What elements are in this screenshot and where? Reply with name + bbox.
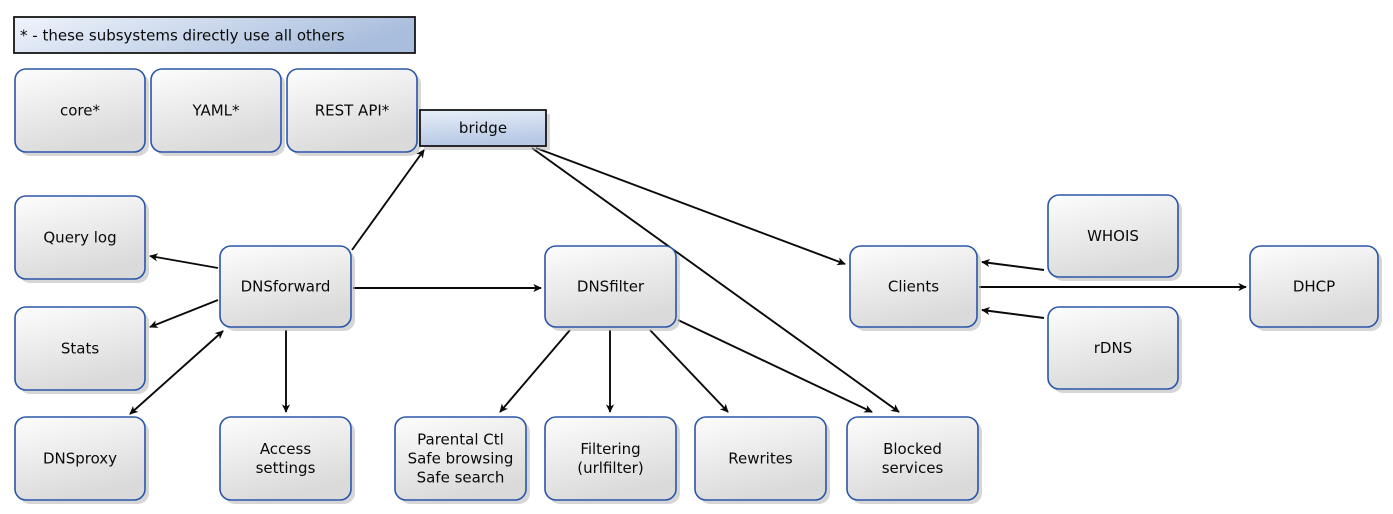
edge-line — [649, 329, 729, 413]
node-label: DNSfilter — [577, 277, 645, 295]
node-rewrites[interactable]: Rewrites — [694, 416, 830, 504]
edge-line — [499, 329, 571, 413]
node-box[interactable] — [419, 109, 547, 147]
node-clients[interactable]: Clients — [849, 245, 981, 331]
edge-dnsforward-bridge — [351, 149, 425, 251]
node-label: Clients — [888, 277, 939, 295]
edge-dnsfilter-blocked — [677, 319, 873, 413]
edge-dnsfilter-parental — [499, 329, 571, 413]
edge-line — [129, 330, 224, 415]
node-box[interactable] — [694, 416, 827, 501]
legend-box: * - these subsystems directly use all ot… — [13, 16, 416, 54]
node-box[interactable] — [14, 68, 146, 153]
node-box[interactable] — [846, 416, 979, 501]
edge-rdns-clients — [981, 306, 1045, 319]
node-stats[interactable]: Stats — [14, 306, 149, 394]
edge-dnsforward-querylog — [149, 253, 219, 269]
legend-note: * - these subsystems directly use all ot… — [13, 16, 416, 54]
node-label: bridge — [459, 119, 507, 137]
node-yaml[interactable]: YAML* — [150, 68, 285, 156]
node-box[interactable] — [544, 245, 677, 328]
edge-line — [535, 147, 846, 266]
edge-bridge-blocked — [531, 147, 900, 413]
edge-line — [677, 319, 873, 413]
node-box[interactable] — [544, 416, 677, 501]
edge-line — [981, 258, 1045, 271]
edge-whois-clients — [981, 258, 1045, 271]
node-querylog[interactable]: Query log — [14, 195, 149, 283]
node-dnsforward[interactable]: DNSforward — [219, 245, 355, 331]
node-box[interactable] — [1249, 245, 1379, 328]
edge-line — [149, 299, 219, 328]
legend-background — [13, 16, 416, 54]
edge-dnsforward-dnsproxy — [129, 330, 224, 415]
node-dhcp[interactable]: DHCP — [1249, 245, 1382, 331]
node-dnsproxy[interactable]: DNSproxy — [14, 416, 149, 504]
edge-line — [981, 306, 1045, 319]
edges-layer — [129, 147, 1247, 415]
node-box[interactable] — [394, 416, 527, 501]
node-label: DNSproxy — [43, 449, 117, 467]
node-box[interactable] — [219, 245, 352, 328]
edge-line — [149, 253, 219, 269]
node-filtering[interactable]: Filtering(urlfilter) — [544, 416, 680, 504]
node-box[interactable] — [14, 306, 146, 391]
node-box[interactable] — [286, 68, 418, 153]
node-box[interactable] — [14, 416, 146, 501]
legend-text: * - these subsystems directly use all ot… — [20, 27, 345, 45]
node-dnsfilter[interactable]: DNSfilter — [544, 245, 680, 331]
edge-line — [531, 147, 900, 413]
edge-line — [351, 149, 425, 251]
node-label: Filtering(urlfilter) — [577, 440, 643, 477]
node-box[interactable] — [849, 245, 978, 328]
node-bridge[interactable]: bridge — [419, 109, 550, 150]
edge-dnsfilter-rewrites — [649, 329, 729, 413]
node-label: WHOIS — [1087, 227, 1139, 245]
node-label: Query log — [43, 228, 116, 246]
node-box[interactable] — [219, 416, 352, 501]
node-label: rDNS — [1094, 339, 1132, 357]
edge-bridge-clients — [535, 147, 846, 266]
node-whois[interactable]: WHOIS — [1047, 194, 1182, 281]
node-label: REST API* — [315, 101, 390, 119]
node-box[interactable] — [1047, 306, 1179, 390]
node-box[interactable] — [150, 68, 282, 153]
node-label: YAML* — [191, 101, 240, 119]
edge-dnsforward-stats — [149, 299, 219, 328]
node-label: DHCP — [1293, 277, 1335, 295]
node-label: Stats — [61, 339, 99, 357]
node-restapi[interactable]: REST API* — [286, 68, 421, 156]
node-box[interactable] — [14, 195, 146, 280]
node-rdns[interactable]: rDNS — [1047, 306, 1182, 393]
node-core[interactable]: core* — [14, 68, 149, 156]
node-box[interactable] — [1047, 194, 1179, 278]
node-label: DNSforward — [241, 277, 331, 295]
node-label: core* — [60, 101, 100, 119]
node-label: Rewrites — [728, 449, 793, 467]
